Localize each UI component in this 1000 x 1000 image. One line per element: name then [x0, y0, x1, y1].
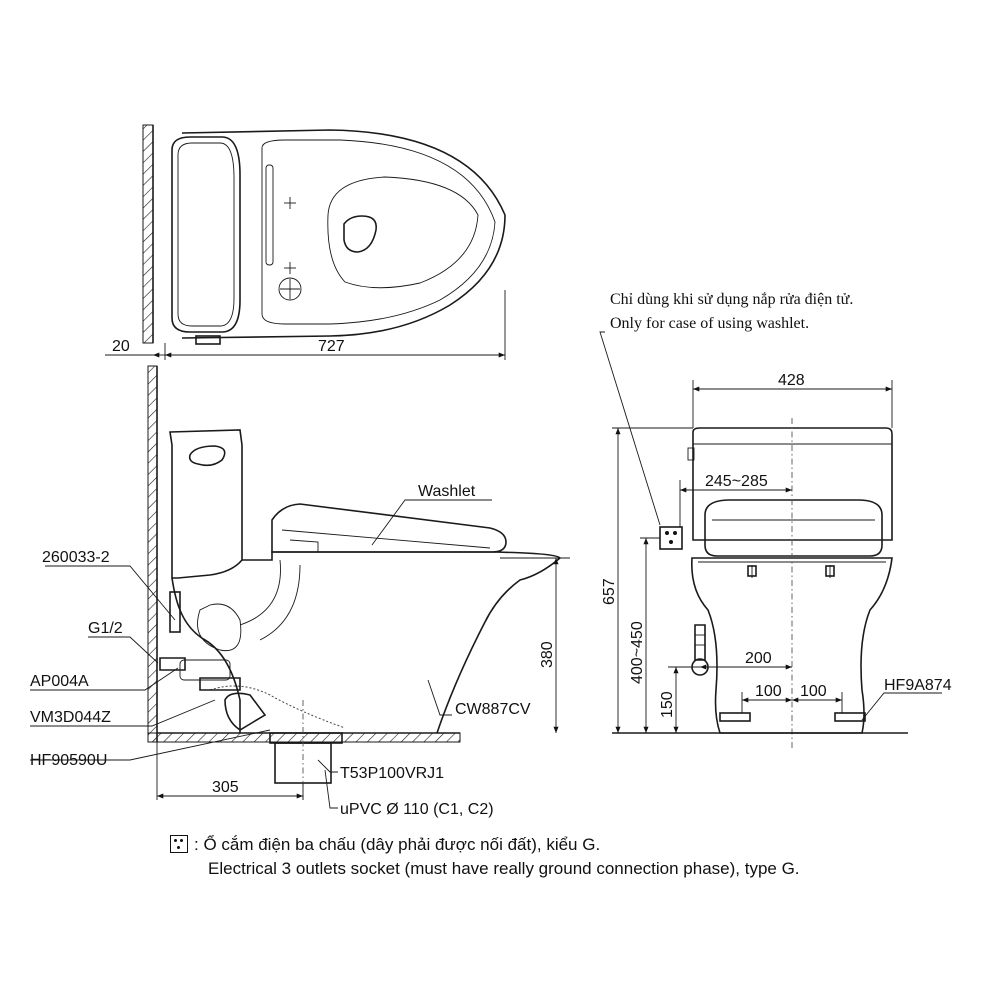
- legend-text-en: Electrical 3 outlets socket (must have r…: [208, 859, 800, 878]
- legend-line-vi: : Ổ cắm điện ba chấu (dây phải được nối …: [170, 833, 970, 857]
- dim-200: 200: [745, 650, 772, 667]
- flush-button: [188, 445, 226, 467]
- dim-245-285: 245~285: [705, 473, 768, 490]
- washlet-seat: [271, 503, 507, 553]
- socket-icon: [659, 526, 683, 550]
- dim-657: 657: [601, 578, 618, 605]
- drain-trap: [209, 685, 346, 729]
- top-wall: [142, 124, 154, 344]
- angle-valve: [159, 657, 186, 671]
- side-view: 380 305 Washlet 260033-2 G1/2 AP004A VM3…: [30, 365, 570, 818]
- note-vi: Chỉ dùng khi sử dụng nắp rửa điện tử.: [610, 291, 853, 308]
- top-view: 727 20: [105, 124, 506, 360]
- top-bowl-outline: [181, 129, 506, 339]
- label-ap004a: AP004A: [30, 673, 89, 690]
- top-seat-opening: [327, 176, 479, 289]
- label-vm3d044z: VM3D044Z: [30, 709, 111, 726]
- top-tank: [171, 136, 241, 333]
- front-tank: [692, 427, 893, 541]
- legend: : Ổ cắm điện ba chấu (dây phải được nối …: [170, 833, 970, 881]
- legend-line-en: Electrical 3 outlets socket (must have r…: [170, 857, 970, 881]
- dim-305: 305: [212, 779, 239, 796]
- front-view: Chỉ dùng khi sử dụng nắp rửa điện tử. On…: [599, 291, 952, 750]
- dim-727: 727: [318, 338, 345, 355]
- top-bowl-outlet: [343, 215, 378, 253]
- callout-leaders: [30, 499, 492, 809]
- label-hf90590u: HF90590U: [30, 752, 107, 769]
- legend-text-vi: : Ổ cắm điện ba chấu (dây phải được nối …: [194, 835, 601, 854]
- dim-380: 380: [539, 641, 556, 668]
- label-t53p100vrj1: T53P100VRJ1: [340, 765, 444, 782]
- dim-20: 20: [112, 338, 130, 355]
- dim-400-450: 400~450: [629, 621, 646, 684]
- dim-100-left: 100: [755, 683, 782, 700]
- label-g12: G1/2: [88, 620, 123, 637]
- side-tank: [169, 429, 243, 579]
- label-hf9a874: HF9A874: [884, 677, 952, 694]
- side-body: [171, 577, 241, 733]
- label-cw887cv: CW887CV: [455, 701, 531, 718]
- dim-100-right: 100: [800, 683, 827, 700]
- dim-150: 150: [659, 691, 676, 718]
- top-bolt-marks: [284, 197, 296, 274]
- side-wall: [147, 365, 158, 743]
- front-valve: [691, 624, 709, 676]
- front-seat: [704, 499, 883, 557]
- label-upvc: uPVC Ø 110 (C1, C2): [340, 801, 494, 818]
- side-floor: [147, 732, 461, 743]
- label-260033-2: 260033-2: [42, 549, 110, 566]
- label-washlet: Washlet: [418, 483, 476, 500]
- note-en: Only for case of using washlet.: [610, 315, 809, 332]
- socket-icon: [170, 835, 188, 853]
- dim-428: 428: [778, 372, 805, 389]
